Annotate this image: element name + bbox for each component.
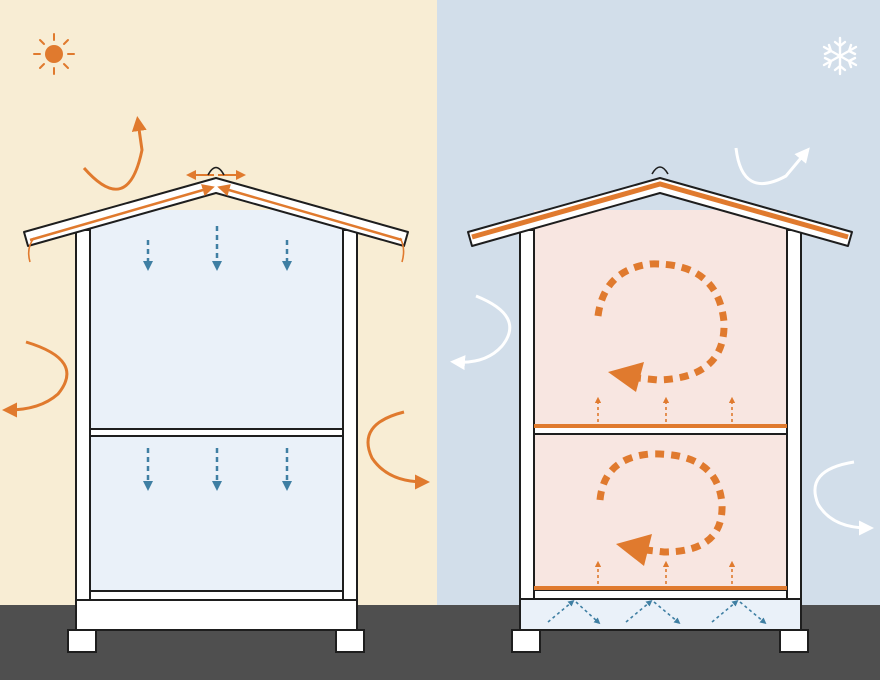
winter-right-footing xyxy=(779,629,809,653)
summer-middle-floor xyxy=(89,428,344,437)
winter-upper-room xyxy=(534,210,787,428)
summer-roof xyxy=(23,177,409,247)
winter-ground-floor xyxy=(533,589,788,600)
summer-eave-right-airflow xyxy=(399,237,405,263)
summer-crawlspace xyxy=(75,599,358,631)
winter-left-footing xyxy=(511,629,541,653)
winter-upper-swirl-arrowhead xyxy=(608,362,644,392)
crawl-arrow xyxy=(575,601,601,625)
winter-house xyxy=(467,166,853,653)
crawl-arrow xyxy=(711,599,739,623)
summer-roof-airflow-right xyxy=(217,184,403,242)
winter-roof-deflection-arrow xyxy=(734,147,810,186)
summer-left-wall-deflection-arrow xyxy=(2,340,69,418)
summer-left-footing xyxy=(67,629,97,653)
summer-ridge-vent xyxy=(207,166,225,176)
summer-upper-room xyxy=(90,210,343,430)
crawl-arrow xyxy=(739,601,767,625)
winter-lower-swirl-arrowhead xyxy=(616,534,652,566)
summer-cool-air-upper xyxy=(143,226,292,271)
winter-roof xyxy=(467,177,853,247)
summer-roof-airflow-left xyxy=(29,184,215,242)
winter-right-wall xyxy=(786,229,802,603)
summer-left-wall xyxy=(75,229,91,603)
crawl-arrow xyxy=(547,599,575,623)
summer-right-footing xyxy=(335,629,365,653)
summer-roof-deflection-arrow xyxy=(82,116,147,191)
winter-rising-heat-upper xyxy=(594,396,736,422)
winter-roof-insulation xyxy=(471,181,849,240)
summer-eave-left-airflow xyxy=(27,237,35,263)
summer-ground-floor xyxy=(89,590,344,601)
winter-left-wall xyxy=(519,229,535,603)
winter-lower-warm-swirl xyxy=(596,450,726,556)
sun-icon xyxy=(33,33,75,75)
winter-right-wall-deflection-arrow xyxy=(813,460,874,536)
winter-crawlspace-airflow xyxy=(547,599,767,625)
winter-middle-floor xyxy=(533,426,788,435)
winter-ground-floor-heater xyxy=(534,586,787,590)
winter-crawlspace xyxy=(519,598,802,631)
winter-middle-floor-heater xyxy=(534,424,787,428)
winter-ridge-vent xyxy=(651,166,669,175)
summer-cool-air-lower xyxy=(143,448,292,491)
summer-house xyxy=(23,166,409,653)
winter-lower-room xyxy=(534,434,787,590)
snowflake-icon xyxy=(822,36,858,76)
crawl-arrow xyxy=(653,601,681,625)
crawl-arrow xyxy=(625,599,653,623)
winter-left-wall-deflection-arrow xyxy=(450,294,512,371)
winter-upper-warm-swirl xyxy=(594,260,728,384)
summer-right-wall xyxy=(342,229,358,603)
summer-right-wall-deflection-arrow xyxy=(366,410,430,490)
